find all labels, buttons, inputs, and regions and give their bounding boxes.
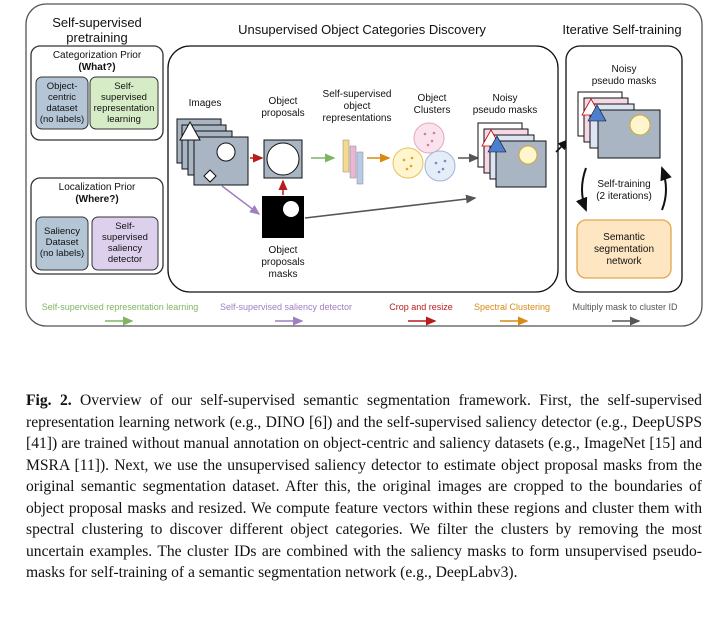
categorization-prior-title: Categorization Prior bbox=[53, 50, 142, 61]
selftraining-loop-line2: (2 iterations) bbox=[596, 191, 652, 202]
object-proposals-line1: Object bbox=[269, 96, 298, 107]
object-centric-dataset-line2: centric bbox=[48, 92, 76, 103]
legend-saliency-label: Self-supervised saliency detector bbox=[220, 302, 352, 312]
selftraining-loop-left bbox=[575, 167, 588, 212]
clusters-line1: Object bbox=[418, 93, 447, 104]
object-centric-dataset-line3: dataset bbox=[46, 103, 78, 114]
saliency-detector-line2: supervised bbox=[102, 232, 148, 243]
image-stack bbox=[176, 118, 249, 186]
legend-crop-label: Crop and resize bbox=[389, 302, 453, 312]
proposal-mask-line2: proposals bbox=[261, 257, 304, 268]
localization-prior-subtitle: (Where?) bbox=[75, 194, 118, 205]
figure-caption: Fig. 2. Overview of our self-supervised … bbox=[26, 390, 702, 584]
mask-multiply-arrow bbox=[304, 194, 477, 219]
segmentation-network-box bbox=[576, 219, 672, 279]
representation-learning-line2: supervised bbox=[101, 92, 147, 103]
representation-learning-line3: representation bbox=[94, 103, 155, 114]
legend-multiply-label: Multiply mask to cluster ID bbox=[572, 302, 678, 312]
pretraining-title-line2: pretraining bbox=[66, 30, 127, 45]
feature-vectors bbox=[342, 139, 364, 185]
noisy-masks-line2: pseudo masks bbox=[473, 105, 537, 116]
representations-line3: representations bbox=[323, 113, 392, 124]
segmentation-network-line1: Semantic bbox=[603, 232, 645, 243]
caption-label: Fig. 2. bbox=[26, 392, 72, 409]
proposal-mask-circle bbox=[283, 201, 299, 217]
saliency-arrow bbox=[221, 185, 261, 215]
proposal-mask bbox=[262, 196, 304, 238]
object-proposals-line2: proposals bbox=[261, 108, 304, 119]
framework-figure: Self-supervised pretraining Unsupervised… bbox=[25, 3, 703, 327]
saliency-dataset-line2: Dataset bbox=[46, 237, 79, 248]
noisy-masks-line1: Noisy bbox=[492, 93, 517, 104]
segmentation-network-line3: network bbox=[606, 256, 642, 267]
saliency-detector-line3: saliency bbox=[108, 243, 143, 254]
categorization-prior-subtitle: (What?) bbox=[78, 62, 115, 73]
saliency-detector-box bbox=[91, 216, 159, 271]
st-noisy-masks-stack bbox=[577, 91, 661, 159]
st-noisy-masks-line1: Noisy bbox=[611, 64, 636, 75]
pretraining-title-line1: Self-supervised bbox=[52, 15, 142, 30]
localization-prior-title: Localization Prior bbox=[59, 182, 136, 193]
selftraining-loop-right bbox=[660, 166, 672, 211]
selftraining-loop-line1: Self-training bbox=[597, 179, 650, 190]
caption-text: Overview of our self-supervised semantic… bbox=[26, 392, 702, 581]
object-centric-dataset-line1: Object- bbox=[47, 81, 78, 92]
clusters-line2: Clusters bbox=[414, 105, 451, 116]
representation-learning-line4: learning bbox=[107, 114, 141, 125]
noisy-masks-stack bbox=[477, 122, 547, 188]
object-centric-dataset-line4: (no labels) bbox=[40, 114, 84, 125]
discovery-title: Unsupervised Object Categories Discovery bbox=[238, 22, 486, 37]
selftraining-title: Iterative Self-training bbox=[562, 22, 681, 37]
representations-line2: object bbox=[344, 101, 371, 112]
saliency-dataset-line1: Saliency bbox=[44, 226, 80, 237]
legend-representation-label: Self-supervised representation learning bbox=[42, 302, 199, 312]
cluster-circles bbox=[392, 122, 456, 182]
saliency-dataset-line3: (no labels) bbox=[40, 248, 84, 259]
images-label: Images bbox=[189, 98, 222, 109]
object-centric-dataset-box bbox=[35, 76, 89, 130]
representation-learning-line1: Self- bbox=[114, 81, 134, 92]
saliency-dataset-box bbox=[35, 216, 89, 271]
proposal-mask-line1: Object bbox=[269, 245, 298, 256]
st-noisy-masks-line2: pseudo masks bbox=[592, 76, 656, 87]
proposal-mask-line3: masks bbox=[269, 269, 298, 280]
representation-learning-box bbox=[89, 76, 159, 130]
saliency-detector-line1: Self- bbox=[115, 221, 135, 232]
representations-line1: Self-supervised bbox=[323, 89, 392, 100]
legend: Self-supervised representation learning … bbox=[42, 302, 678, 326]
object-proposal-circle bbox=[266, 142, 300, 176]
legend-clustering-label: Spectral Clustering bbox=[474, 302, 550, 312]
saliency-detector-line4: detector bbox=[108, 254, 142, 265]
segmentation-network-line2: segmentation bbox=[594, 244, 654, 255]
